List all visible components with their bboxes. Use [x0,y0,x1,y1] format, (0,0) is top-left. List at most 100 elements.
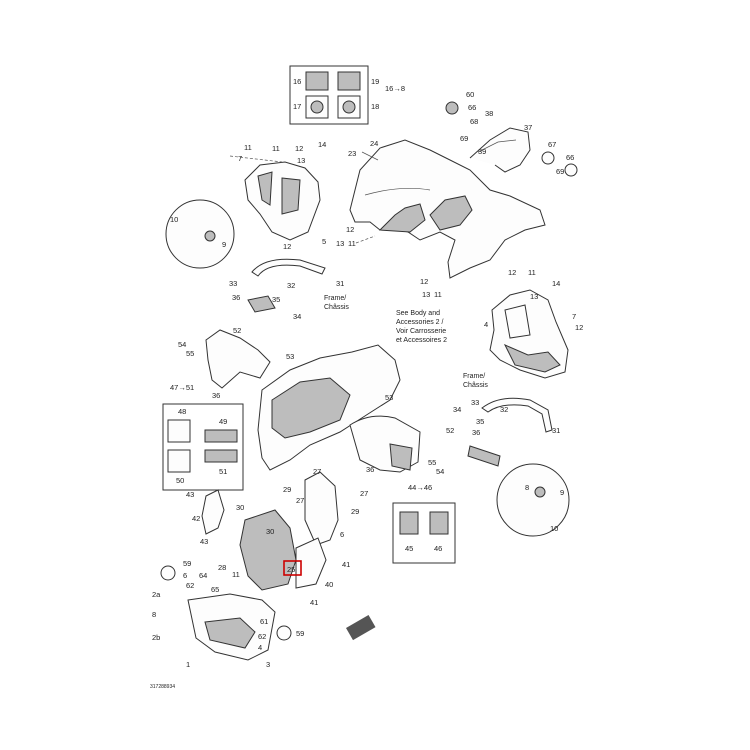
callout-13-b: 13 [422,290,430,299]
callout-42: 42 [192,514,200,523]
callout-14-a: 14 [318,140,326,149]
callout-33-a: 33 [229,279,237,288]
callout-54-b: 54 [436,467,444,476]
decal-45 [399,511,419,535]
callout-9-a: 9 [222,240,226,249]
callout-33-b: 33 [471,398,479,407]
callout-2a: 2a [152,590,161,599]
callout-36-c: 36 [366,465,374,474]
frame-note-2-line1: Frame/ [463,373,485,380]
callout-43-a: 43 [186,490,194,499]
callout-13-c: 13 [297,156,305,165]
callout-54-a: 54 [178,340,186,349]
callout-39: 39 [478,147,486,156]
callout-30-a: 30 [236,503,244,512]
callout-55-b: 55 [428,458,436,467]
decal-50 [167,449,191,473]
callout-6-a: 6 [340,530,344,539]
callout-17: 17 [293,102,301,111]
callout-11-e: 11 [528,268,536,277]
decal-16 [305,71,329,91]
callout-48: 48 [178,407,186,416]
callout-41-a: 41 [342,560,350,569]
callout-27-c: 27 [360,489,368,498]
callout-30-b: 30 [266,527,274,536]
callout-36-d: 36 [212,391,220,400]
rack-bracket-top [445,101,578,177]
callout-53-a: 53 [286,352,294,361]
callout-43-b: 43 [200,537,208,546]
rack-tube-left [247,258,326,313]
callout-7-a: 7 [238,154,242,163]
callout-69-a: 69 [460,134,468,143]
callout-38: 38 [485,109,493,118]
front-fender [349,139,546,279]
callout-11-d: 11 [272,144,280,153]
callout-35-b: 35 [476,417,484,426]
callout-44-46: 44→46 [408,483,432,492]
highlight-box[interactable] [283,560,302,576]
see-body-note-line3: Voir Carrosserie [396,328,446,335]
callout-12-e: 12 [508,268,516,277]
callout-11-a: 11 [348,239,356,248]
see-body-note-line2: Accessories 2 / [396,319,444,326]
callout-52-b: 52 [446,426,454,435]
callout-60: 60 [466,90,474,99]
round-cap-59 [160,565,176,581]
callout-29-b: 29 [351,507,359,516]
callout-41-b: 41 [310,598,318,607]
callout-4-a: 4 [484,320,488,329]
see-body-note-line1: See Body and [396,310,440,317]
callout-16: 16 [293,77,301,86]
callout-31-b: 31 [552,426,560,435]
side-panel-right [489,289,569,379]
callout-55-a: 55 [186,349,194,358]
callout-66-b: 66 [566,153,574,162]
callout-64: 64 [199,571,207,580]
callout-36-a: 36 [232,293,240,302]
callout-45: 45 [405,544,413,553]
main-body [205,329,421,473]
callout-11-b: 11 [434,290,442,299]
callout-18: 18 [371,102,379,111]
callout-10-b: 10 [550,524,558,533]
callout-59-b: 59 [296,629,304,638]
callout-19: 19 [371,77,379,86]
callout-1: 1 [186,660,190,669]
callout-65: 65 [211,585,219,594]
callout-46: 46 [434,544,442,553]
brand-stamp [346,615,376,641]
callout-62-b: 62 [258,632,266,641]
callout-68: 68 [470,117,478,126]
diagram-code: 317288934 [150,684,175,690]
callout-5: 5 [322,237,326,246]
callout-59-a: 59 [183,559,191,568]
callout-title-ref: 16→8 [385,84,405,93]
detail-circle-bottom [496,463,570,537]
callout-69-b: 69 [556,167,564,176]
callout-28: 28 [218,563,226,572]
decal-46 [429,511,449,535]
frame-note-1-line1: Frame/ [324,295,346,302]
callout-10-a: 10 [170,215,178,224]
decal-box-left [162,403,244,491]
side-panel-left [165,161,321,269]
front-grille-assembly [187,471,339,661]
callout-2b: 2b [152,633,160,642]
callout-37: 37 [524,123,532,132]
detail-circle-top [165,199,235,269]
callout-34-a: 34 [293,312,301,321]
callout-14-b: 14 [552,279,560,288]
frame-note-1-line2: Châssis [324,304,349,311]
decal-49 [204,429,238,443]
callout-50: 50 [176,476,184,485]
callout-25[interactable]: 25 [287,565,295,574]
callout-31-a: 31 [336,279,344,288]
callout-12-d: 12 [283,242,291,251]
callout-23: 23 [348,149,356,158]
rack-tube-right [467,397,553,467]
callout-47-51: 47→51 [170,383,194,392]
callout-51: 51 [219,467,227,476]
callout-3: 3 [266,660,270,669]
